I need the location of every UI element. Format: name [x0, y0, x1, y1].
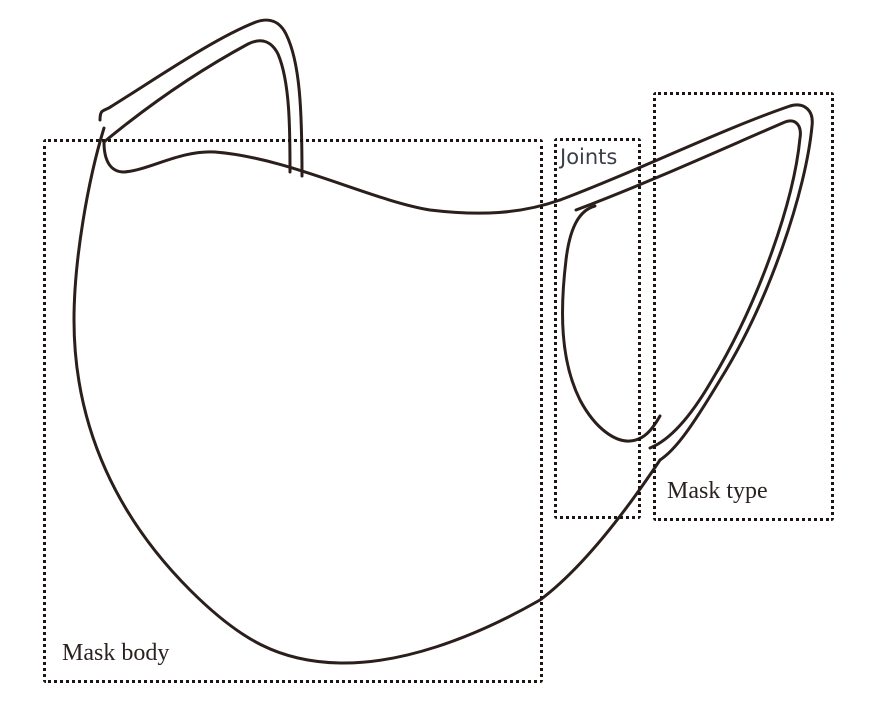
mask-top-edge — [102, 140, 562, 215]
mask-body-label: Mask body — [62, 640, 170, 666]
left-ear-loop-outer — [98, 18, 304, 178]
mask-body-region — [43, 139, 543, 683]
right-ear-loop-outer — [558, 103, 814, 462]
left-ear-loop-inner — [102, 39, 292, 174]
joints-label: Joints — [560, 145, 618, 169]
mask-type-region — [653, 92, 834, 521]
joint-loop — [561, 204, 662, 443]
right-ear-loop-inner — [574, 119, 802, 450]
mask-type-label: Mask type — [667, 478, 768, 504]
mask-outer-contour — [72, 126, 662, 665]
joints-region — [554, 138, 641, 519]
